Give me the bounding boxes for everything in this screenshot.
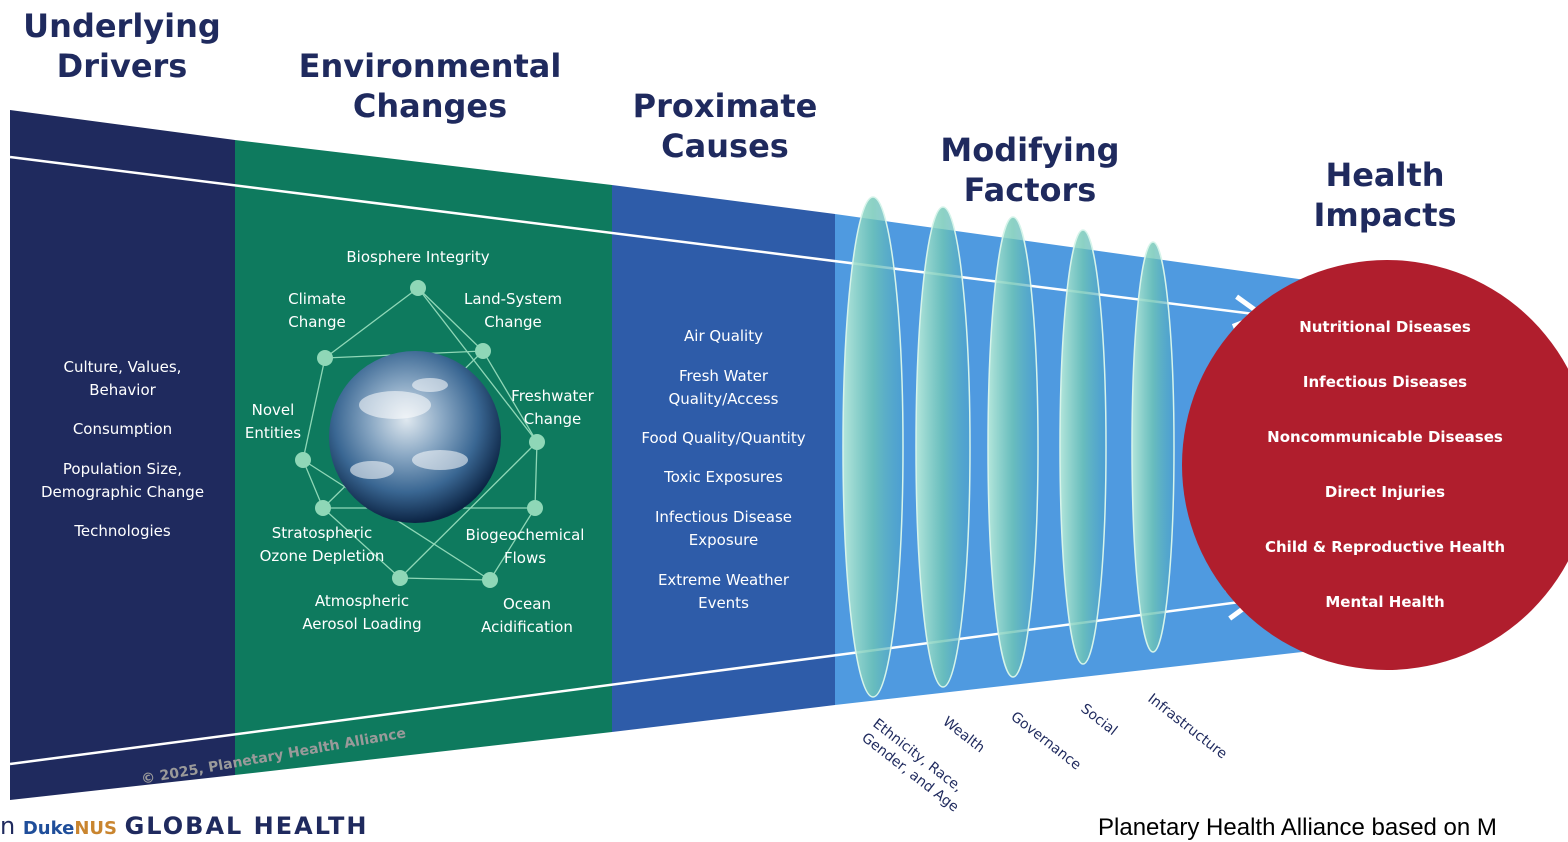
node-biogeochemical — [527, 500, 543, 516]
node-aerosol — [392, 570, 408, 586]
lens-infrastructure — [1131, 241, 1175, 653]
lower-guide-line — [9, 600, 1255, 766]
env-land-system-label: Land-System Change — [464, 290, 562, 331]
driver-consumption: Consumption — [72, 420, 173, 438]
cause-food: Food Quality/Quantity — [641, 429, 806, 447]
boundary-nodes — [295, 280, 545, 588]
node-freshwater — [529, 434, 545, 450]
impact-injuries: Direct Injuries — [1324, 483, 1446, 501]
env-freshwater-label: Freshwater Change — [511, 387, 594, 428]
proximate-band — [612, 185, 835, 732]
env-ocean-label: Ocean Acidification — [481, 595, 573, 636]
impact-infectious: Infectious Diseases — [1302, 373, 1468, 391]
header-environmental-changes: Environmental Changes — [298, 47, 562, 125]
env-aerosol-label: Atmospheric Aerosol Loading — [302, 592, 422, 633]
node-land-system — [475, 343, 491, 359]
driver-population: Population Size, Demographic Change — [40, 460, 205, 501]
impact-child-reproductive: Child & Reproductive Health — [1264, 538, 1506, 556]
env-novel-label: Novel Entities — [244, 401, 302, 442]
lens-wealth — [915, 206, 971, 688]
earth-clouds — [350, 378, 468, 479]
driver-culture: Culture, Values, Behavior — [63, 358, 182, 399]
cause-fresh-water: Fresh Water Quality/Access — [668, 367, 779, 408]
impact-mental: Mental Health — [1325, 593, 1445, 611]
lens-ethnicity — [842, 196, 904, 698]
env-biogeochemical-label: Biogeochemical Flows — [465, 526, 585, 567]
env-biosphere-label: Biosphere Integrity — [346, 248, 490, 266]
health-impacts-circle — [1182, 260, 1568, 670]
modifying-lenses — [842, 196, 1175, 698]
cause-extreme-weather: Extreme Weather Events — [657, 571, 790, 612]
cause-infectious: Infectious Disease Exposure — [655, 508, 792, 549]
node-climate — [317, 350, 333, 366]
footer-source-credit: Planetary Health Alliance based on M — [1098, 814, 1497, 841]
impact-noncommunicable: Noncommunicable Diseases — [1267, 428, 1503, 446]
lens-governance — [987, 216, 1039, 678]
upper-guide-line — [9, 155, 1262, 315]
footer-prefix: n — [0, 812, 16, 840]
global-health-logo: GLOBAL HEALTH — [124, 812, 369, 840]
cause-toxic: Toxic Exposures — [664, 468, 783, 486]
duke-nus-logo: DukeNUS — [22, 818, 117, 839]
header-modifying-factors: Modifying Factors — [940, 131, 1120, 209]
node-stratospheric — [315, 500, 331, 516]
footer-logos: n DukeNUS GLOBAL HEALTH — [0, 812, 369, 840]
node-ocean — [482, 572, 498, 588]
node-novel — [295, 452, 311, 468]
header-health-impacts: Health Impacts — [1313, 156, 1457, 234]
earth-globe — [329, 351, 501, 523]
driver-technologies: Technologies — [74, 522, 171, 540]
drivers-band — [10, 110, 235, 800]
lens-social — [1059, 229, 1107, 665]
header-proximate-causes: Proximate Causes — [632, 87, 818, 165]
impact-nutritional: Nutritional Diseases — [1299, 318, 1471, 336]
node-biosphere — [410, 280, 426, 296]
cause-air-quality: Air Quality — [684, 327, 763, 345]
header-underlying-drivers: Underlying Drivers — [23, 7, 221, 85]
env-stratospheric-label: Stratospheric Ozone Depletion — [259, 524, 385, 565]
env-climate-label: Climate Change — [288, 290, 346, 331]
